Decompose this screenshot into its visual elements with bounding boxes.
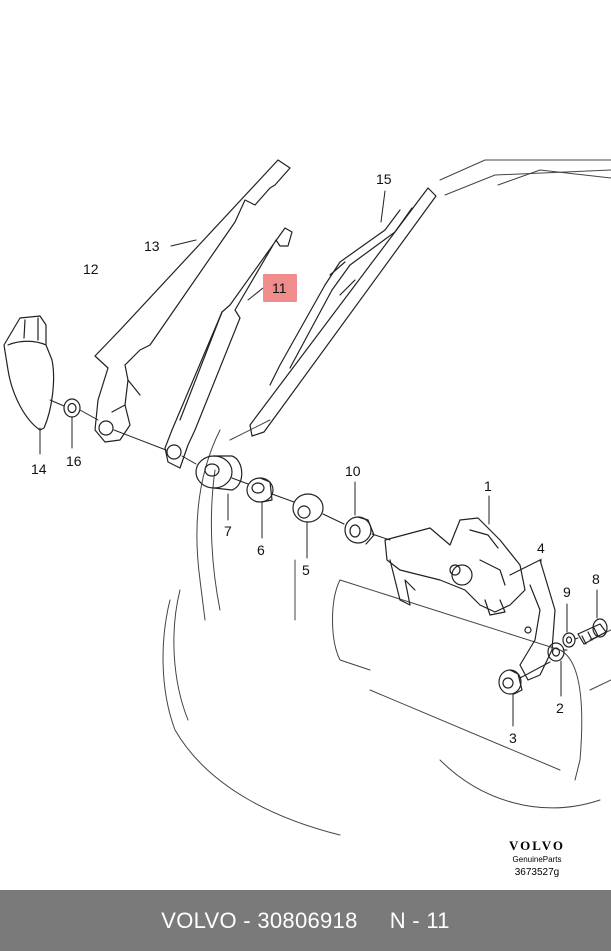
callout-14: 14 [31,461,47,477]
seal-washer [292,493,324,523]
bolt [577,618,608,645]
mounting-bracket [509,559,556,681]
washer [547,642,565,662]
nut [63,398,81,418]
rubber-washer [344,516,375,545]
diagram-reference: 3673527g [514,867,560,878]
callout-8: 8 [592,571,600,587]
callout-4: 4 [537,540,545,556]
motor-grommet [498,669,523,695]
callout-9: 9 [563,584,571,600]
wiper-arm-cover [94,159,291,443]
wiper-arm [164,227,293,469]
sleeve-nut [246,477,274,503]
callout-1: 1 [484,478,492,494]
brand-block: VOLVO GenuineParts 3673527g [497,838,577,878]
tailgate-outline [162,159,611,836]
callout-3: 3 [509,730,517,746]
assembly-axis-lines [49,399,579,679]
callout-2: 2 [556,700,564,716]
wiper-blade [249,187,437,437]
callout-13: 13 [144,238,160,254]
cover-cap [3,315,55,431]
rear-wiper-exploded-diagram: 1 2 3 4 5 6 7 8 9 10 11 12 13 14 15 16 [3,159,611,836]
callout-11: 11 [272,280,287,296]
brand-subtitle: GenuineParts [512,855,562,864]
volvo-logo: VOLVO [509,838,565,853]
callout-5: 5 [302,562,310,578]
callout-6: 6 [257,542,265,558]
spring-washer [562,632,576,648]
footer-text: VOLVO - 30806918 N - 11 [161,907,450,933]
callout-10: 10 [345,463,361,479]
highlight-box [263,274,297,302]
callout-15: 15 [376,171,392,187]
wiper-motor [384,517,526,616]
callout-12: 12 [83,261,99,277]
footer-bar: VOLVO - 30806918 N - 11 [0,890,611,951]
callout-7: 7 [224,523,232,539]
leader-lines [39,190,598,727]
callout-16: 16 [66,453,82,469]
grommet [195,455,243,491]
